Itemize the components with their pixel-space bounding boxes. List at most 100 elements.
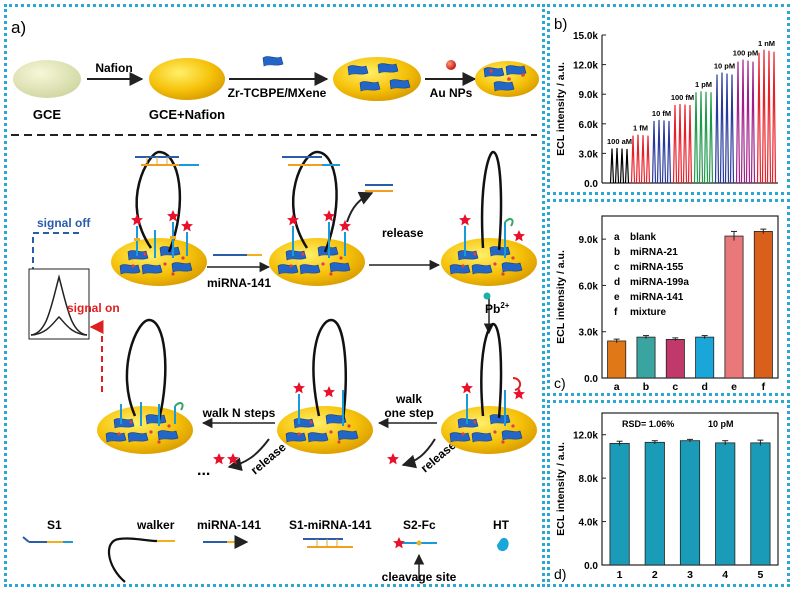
bar: [753, 231, 773, 379]
ecl-peak: [640, 135, 646, 184]
electrode-state-2: [269, 150, 365, 286]
ecl-peak: [761, 49, 767, 184]
bar: [724, 235, 744, 379]
x-tick-label: a: [614, 381, 620, 393]
panel-b-label: b): [554, 16, 567, 33]
ecl-peak: [740, 59, 746, 184]
walk-one-label-2: one step: [384, 406, 433, 420]
y-tick-label: 12.0k: [573, 431, 598, 442]
conc-annotation: 10 pM: [708, 419, 734, 429]
x-tick-label: f: [762, 381, 766, 393]
legend-text: mixture: [630, 307, 667, 318]
legend-text: miRNA-21: [630, 247, 678, 258]
ht-icon: [497, 537, 509, 552]
x-tick-label: b: [643, 381, 649, 393]
arrow-mxene-label: Zr-TCBPE/MXene: [228, 86, 327, 100]
release-label-3: release: [248, 440, 289, 478]
ecl-peak: [630, 135, 636, 184]
x-tick-label: 1: [617, 569, 623, 581]
arrow-mirna-label: miRNA-141: [207, 276, 271, 290]
legend-key: f: [614, 307, 618, 318]
legend-ht-label: HT: [493, 518, 510, 532]
y-tick-label: 9.0k: [579, 90, 599, 101]
release-label-1: release: [382, 226, 424, 240]
ecl-peak: [682, 104, 688, 184]
panel-a-label: a): [11, 18, 26, 37]
au-electrode: [475, 61, 539, 97]
s1-duplex-2: [282, 156, 340, 166]
x-tick-label: 4: [722, 569, 728, 581]
bar: [636, 336, 656, 379]
bar: [609, 443, 630, 566]
ecl-peak: [687, 105, 693, 184]
ecl-peak: [729, 74, 735, 184]
legend-s2fc-label: S2-Fc: [403, 518, 436, 532]
ecl-peak-icon: [28, 268, 90, 340]
legend-walker-icon: [107, 537, 175, 583]
x-tick-label: e: [731, 381, 737, 393]
released-star-2: [387, 453, 399, 465]
electrode-state-6: [97, 318, 193, 454]
signal-on-label: signal on: [67, 301, 120, 315]
y-axis-label: ECL intensity / a.u.: [555, 442, 567, 536]
ecl-peak: [619, 148, 625, 184]
y-tick-label: 3.0k: [579, 328, 599, 339]
ecl-peak: [645, 135, 651, 184]
peak-group-label: 100 pM: [733, 49, 758, 58]
legend-s1mirna-label: S1-miRNA-141: [289, 518, 372, 532]
electrode-state-1: [111, 150, 207, 286]
ecl-peak: [661, 120, 667, 184]
y-tick-label: 0.0: [584, 561, 598, 572]
legend-key: e: [614, 292, 620, 303]
legend-text: blank: [630, 232, 657, 243]
ecl-peak: [714, 74, 720, 184]
legend-key: d: [614, 277, 620, 288]
peak-group-label: 10 fM: [652, 109, 671, 118]
bar: [750, 442, 771, 566]
signal-off-label: signal off: [37, 216, 91, 230]
electrode-state-4: [441, 322, 537, 454]
ecl-peak: [766, 50, 772, 184]
gce-electrode: [13, 60, 81, 98]
ecl-peak: [656, 119, 662, 184]
legend-walker-label: walker: [136, 518, 175, 532]
ecl-peak: [703, 91, 709, 184]
y-tick-label: 12.0k: [573, 61, 598, 72]
bar: [695, 336, 715, 379]
ecl-peak: [771, 51, 777, 184]
y-tick-label: 6.0k: [579, 281, 599, 292]
y-tick-label: 6.0k: [579, 120, 599, 131]
ecl-peak: [719, 72, 725, 184]
y-tick-label: 3.0k: [579, 149, 599, 160]
ecl-peak: [635, 134, 641, 184]
y-tick-label: 0.0: [584, 374, 598, 385]
ecl-peak: [609, 148, 615, 184]
peak-group-label: 1 fM: [633, 124, 648, 133]
ecl-peak: [750, 61, 756, 184]
x-tick-label: d: [701, 381, 707, 393]
y-tick-label: 9.0k: [579, 235, 599, 246]
gce-nafion-label: GCE+Nafion: [149, 107, 225, 122]
released-duplex: [365, 184, 393, 192]
legend-s1mirna-icon: [303, 538, 353, 548]
y-tick-label: 0.0: [584, 179, 598, 190]
peak-group-label: 100 aM: [607, 137, 632, 146]
peak-group-label: 1 pM: [695, 80, 712, 89]
peak-group-label: 10 pM: [714, 61, 735, 70]
legend-key: a: [614, 232, 620, 243]
ecl-peak: [677, 104, 683, 184]
panel-c-label: c): [554, 375, 566, 391]
arrow-au-label: Au NPs: [430, 86, 473, 100]
ecl-peak: [745, 60, 751, 184]
mxene-electrode: [333, 57, 421, 101]
bar: [607, 340, 627, 379]
x-tick-label: c: [672, 381, 678, 393]
ecl-peak: [724, 73, 730, 184]
legend-cleavage-label: cleavage site: [382, 570, 457, 584]
release-arrow-3: [227, 438, 270, 472]
pb-ion-icon: [483, 292, 491, 300]
